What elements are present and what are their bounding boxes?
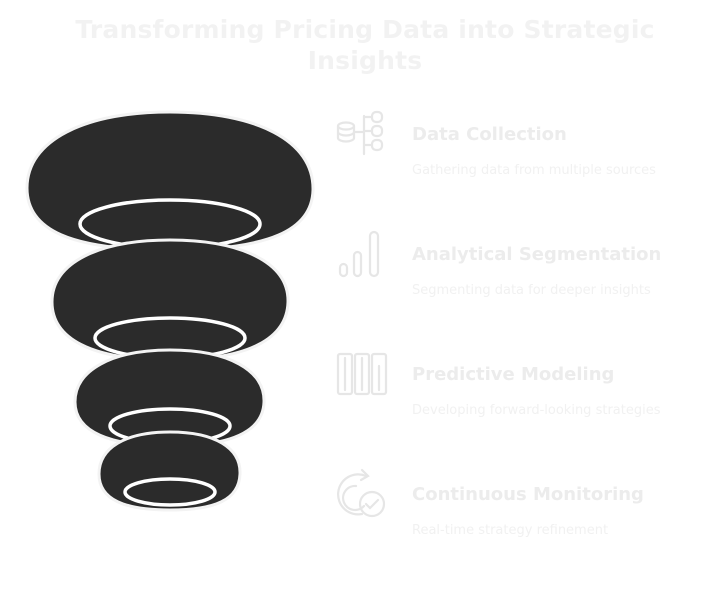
funnel-layer-4 xyxy=(97,430,242,512)
stage-title-continuous-monitoring: Continuous Monitoring xyxy=(412,484,644,505)
database-icon xyxy=(334,106,390,162)
stage-title-analytical-segmentation: Analytical Segmentation xyxy=(412,244,662,265)
refresh-check-icon xyxy=(334,466,390,522)
stage-desc-continuous-monitoring: Real-time strategy refinement xyxy=(412,523,609,538)
stage-title-predictive-modeling: Predictive Modeling xyxy=(412,364,615,385)
funnel-ring-4 xyxy=(123,477,217,507)
funnel-layer-2 xyxy=(50,238,290,362)
funnel-diagram xyxy=(25,110,315,512)
bar-chart-icon xyxy=(334,226,390,282)
columns-icon xyxy=(334,346,390,402)
stage-title-data-collection: Data Collection xyxy=(412,124,567,145)
stage-desc-predictive-modeling: Developing forward-looking strategies xyxy=(412,403,661,418)
stage-desc-data-collection: Gathering data from multiple sources xyxy=(412,163,656,178)
funnel-layer-1 xyxy=(25,110,315,252)
page-title: Transforming Pricing Data into Strategic… xyxy=(75,15,655,75)
stage-desc-analytical-segmentation: Segmenting data for deeper insights xyxy=(412,283,651,298)
